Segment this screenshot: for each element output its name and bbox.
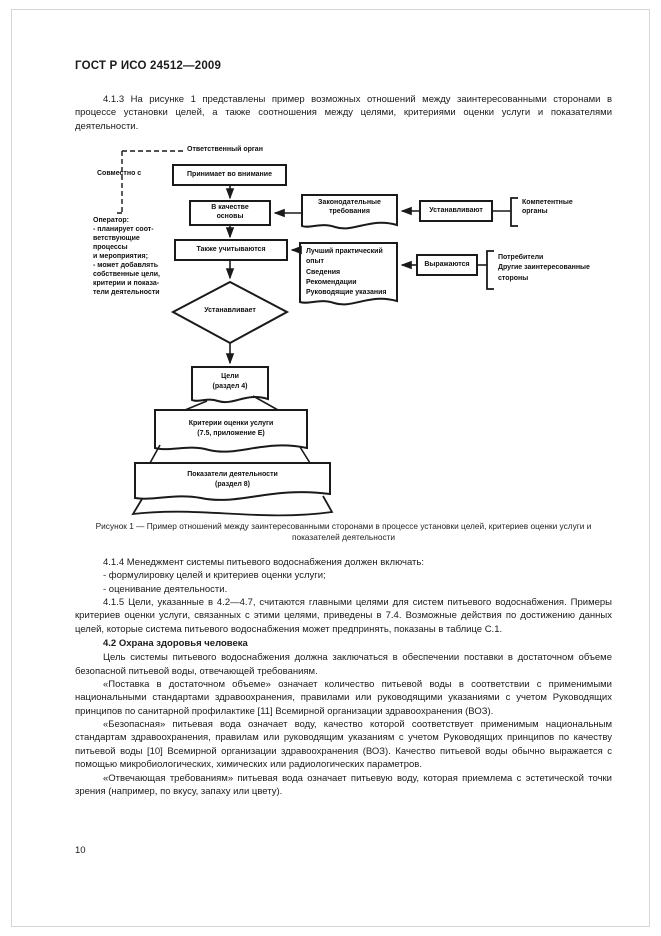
paragraph-4-1-5: 4.1.5 Цели, указанные в 4.2—4.7, считают… xyxy=(75,597,612,635)
label-also-considered: Также учитываются xyxy=(196,245,266,253)
figure-1-diagram: Ответственный орган Совместно с Принимае… xyxy=(85,143,605,521)
page-number: 10 xyxy=(75,845,86,856)
label-takes-into-account: Принимает во внимание xyxy=(187,170,272,178)
label-establishes: Устанавливает xyxy=(204,307,256,314)
label-consumers: Потребители Другие заинтересованные стор… xyxy=(498,254,590,282)
label-as-basis: В качестве основы xyxy=(211,204,249,220)
paragraph-4-1-4: 4.1.4 Менеджмент системы питьевого водос… xyxy=(103,557,424,568)
label-operator-note: Оператор: - планирует соот- ветствующие … xyxy=(93,217,160,296)
box-as-basis xyxy=(189,200,271,226)
paragraph-safe: «Безопасная» питьевая вода означает воду… xyxy=(75,719,612,771)
paragraph-acceptable: «Отвечающая требованиям» питьевая вода о… xyxy=(75,772,612,797)
list-item-goals: - формулировку целей и критериев оценки … xyxy=(103,570,326,582)
label-best-practice: Лучший практический опыт Сведения Рекоме… xyxy=(306,248,387,297)
label-responsible-body: Ответственный орган xyxy=(187,146,263,153)
links-criteria-to-indicators xyxy=(149,444,311,464)
label-performance-indicators: Показатели деятельности (раздел 8) xyxy=(187,471,278,488)
box-also-considered xyxy=(174,239,288,261)
doc-legislative-requirements xyxy=(301,194,398,230)
doc-performance-indicators xyxy=(134,462,331,501)
page-border xyxy=(11,9,650,927)
bracket-consumers xyxy=(486,250,494,290)
bracket-competent-authorities xyxy=(510,197,518,227)
figure-1-caption: Рисунок 1 — Пример отношений между заинт… xyxy=(95,521,592,542)
label-legislative-requirements: Законодательные требования xyxy=(318,199,381,215)
paragraph-supply: «Поставка в достаточном объеме» означает… xyxy=(75,679,612,717)
figure-1-canvas xyxy=(114,150,518,517)
body-text: 4.1.4 Менеджмент системы питьевого водос… xyxy=(75,556,612,798)
doc-objectives xyxy=(191,366,269,404)
label-competent-authorities: Компетентные органы xyxy=(522,199,573,215)
links-objectives-to-criteria xyxy=(184,395,279,411)
document-header: ГОСТ Р ИСО 24512—2009 xyxy=(75,60,222,72)
heading-4-2: 4.2 Охрана здоровья человека xyxy=(103,638,248,650)
list-item-assess: - оценивание деятельности. xyxy=(103,583,228,595)
doc-service-criteria xyxy=(154,409,308,453)
label-establish: Устанавливают xyxy=(429,206,483,214)
label-objectives: Цели (раздел 4) xyxy=(212,373,248,390)
doc-performance-indicators-base xyxy=(131,495,334,517)
jointly-with-dashed-connector xyxy=(114,150,185,214)
paragraph-4-1-3: 4.1.3 На рисунке 1 представлены пример в… xyxy=(75,94,612,132)
label-service-criteria: Критерии оценки услуги (7.5, приложение … xyxy=(188,420,274,437)
label-jointly-with: Совместно с xyxy=(97,170,142,177)
label-expressed: Выражаются xyxy=(424,260,470,268)
doc-best-practice xyxy=(299,242,398,306)
paragraph-goal: Цель системы питьевого водоснабжения дол… xyxy=(75,652,612,677)
